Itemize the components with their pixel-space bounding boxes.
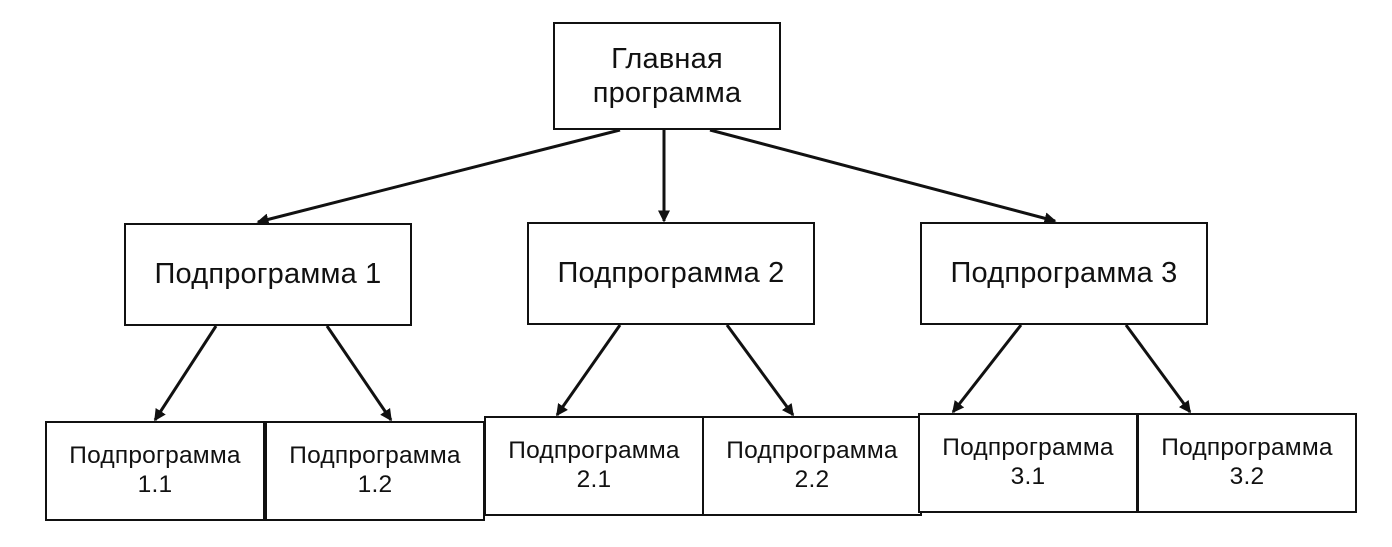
subprogram-3-1-label-line-1: Подпрограмма (942, 434, 1114, 462)
subprogram-2-2-label-line-2: 2.2 (794, 466, 830, 493)
subprogram-2-1-label-line-2: 2.1 (576, 466, 612, 493)
subprogram-3-2-label: Подпрограмма 3.2 (1161, 434, 1332, 492)
edge-root-to-subprogram-1 (256, 128, 621, 226)
subprogram-1-2-label: Подпрограмма 1.2 (289, 442, 460, 500)
subprogram-2-2-label-line-1: Подпрограмма (726, 437, 898, 465)
subprogram-3-2-label-line-2: 3.2 (1229, 463, 1265, 490)
edge-subprogram-3-to-3-2 (1124, 324, 1192, 414)
main-program-label: Главная программа (593, 42, 742, 110)
subprogram-2-1-label-line-1: Подпрограмма (508, 437, 680, 465)
subprogram-2-1-label: Подпрограмма 2.1 (508, 437, 679, 495)
subprogram-2-box: Подпрограмма 2 (527, 222, 815, 325)
edge-subprogram-2-to-2-2 (725, 324, 795, 417)
main-program-label-line-1: Главная (611, 42, 723, 75)
subprogram-2-2-box: Подпрограмма 2.2 (702, 416, 922, 516)
subprogram-2-2-label: Подпрограмма 2.2 (726, 437, 897, 495)
subprogram-3-2-label-line-1: Подпрограмма (1161, 434, 1333, 462)
subprogram-1-1-label: Подпрограмма 1.1 (69, 442, 240, 500)
subprogram-1-label: Подпрограмма 1 (154, 258, 382, 291)
subprogram-1-2-box: Подпрограмма 1.2 (265, 421, 485, 521)
subprogram-1-2-label-line-2: 1.2 (357, 471, 393, 498)
edge-subprogram-1-to-1-1 (153, 325, 218, 422)
subprogram-3-label: Подпрограмма 3 (950, 257, 1178, 290)
subprogram-1-1-box: Подпрограмма 1.1 (45, 421, 265, 521)
subprogram-2-label: Подпрограмма 2 (557, 257, 785, 290)
subprogram-1-1-label-line-2: 1.1 (137, 471, 173, 498)
edge-root-to-subprogram-3 (709, 128, 1057, 225)
subprogram-3-1-box: Подпрограмма 3.1 (918, 413, 1138, 513)
edge-subprogram-3-to-3-1 (951, 324, 1023, 414)
subprogram-1-box: Подпрограмма 1 (124, 223, 412, 326)
subprogram-2-1-box: Подпрограмма 2.1 (484, 416, 704, 516)
subprogram-1-2-label-line-1: Подпрограмма (289, 442, 461, 470)
subprogram-3-2-box: Подпрограмма 3.2 (1137, 413, 1357, 513)
main-program-label-line-2: программа (592, 77, 742, 109)
main-program-box: Главная программа (553, 22, 781, 130)
subprogram-3-box: Подпрограмма 3 (920, 222, 1208, 325)
subprogram-1-1-label-line-1: Подпрограмма (69, 442, 241, 470)
edge-subprogram-1-to-1-2 (325, 325, 393, 422)
subprogram-3-1-label: Подпрограмма 3.1 (942, 434, 1113, 492)
edge-subprogram-2-to-2-1 (555, 324, 622, 417)
subprogram-3-1-label-line-2: 3.1 (1010, 463, 1046, 490)
